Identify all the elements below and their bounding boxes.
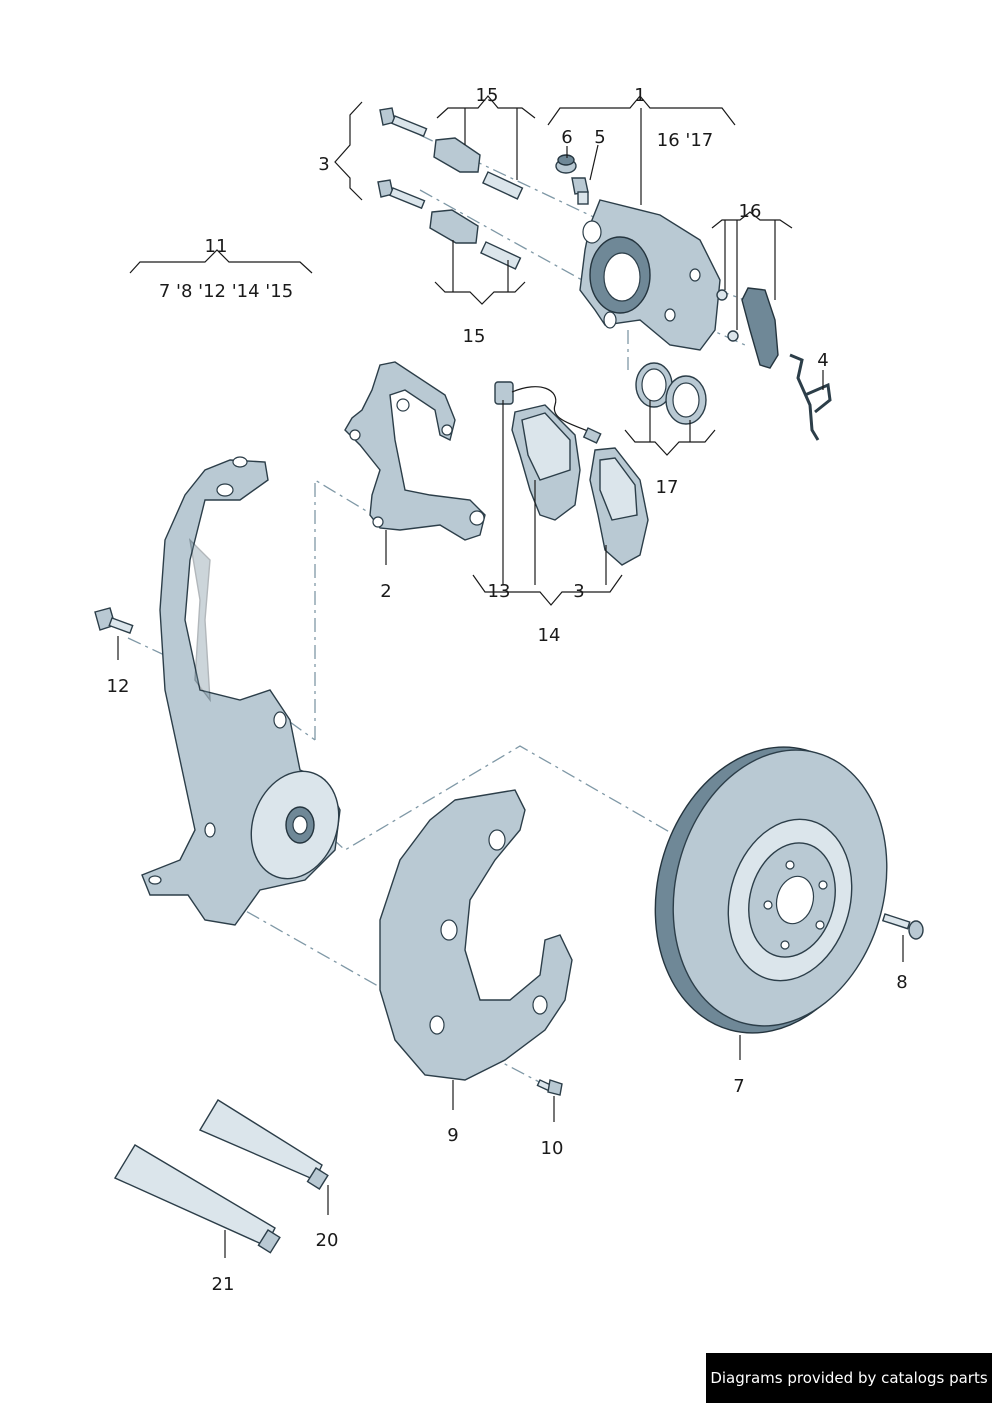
brake-pad-outer	[589, 447, 649, 566]
label-10: 10	[541, 1138, 564, 1159]
label-11: 11	[205, 236, 228, 257]
label-1: 1	[634, 85, 645, 106]
label-9: 9	[447, 1125, 458, 1146]
label-3-top: 3	[318, 154, 329, 175]
label-3-bottom: 3	[573, 581, 584, 602]
guide-bolt-lower	[377, 179, 426, 210]
caliper-cover	[716, 287, 779, 369]
piston-seal	[635, 362, 673, 408]
label-16: 16	[739, 201, 762, 222]
label-7: 7	[733, 1076, 744, 1097]
credit-footer: Diagrams provided by catalogs parts	[706, 1353, 992, 1403]
brake-disc	[654, 746, 888, 1034]
label-13: 13	[488, 581, 511, 602]
label-8: 8	[896, 972, 907, 993]
label-11-sub: 7 '8 '12 '14 '15	[159, 281, 293, 302]
label-6: 6	[561, 127, 572, 148]
guide-sleeve-lower	[479, 241, 522, 270]
leader-lines	[117, 95, 904, 1258]
label-2: 2	[380, 581, 391, 602]
guide-boot-lower	[429, 209, 479, 244]
label-17: 17	[656, 477, 679, 498]
grease-tube-20	[198, 1099, 329, 1190]
guide-bolt-upper	[379, 107, 428, 138]
grease-tube-21	[113, 1144, 281, 1254]
brake-pad-inner	[511, 404, 581, 521]
label-4: 4	[817, 350, 828, 371]
guide-sleeve-upper	[481, 171, 524, 200]
bolt-12	[94, 607, 134, 634]
anti-rattle-spring	[789, 353, 832, 441]
label-12: 12	[107, 676, 130, 697]
steering-knuckle	[141, 456, 341, 926]
caliper	[579, 199, 721, 351]
label-15-top: 15	[476, 85, 499, 106]
label-5: 5	[594, 127, 605, 148]
screw-10	[536, 1079, 563, 1096]
label-20: 20	[316, 1230, 339, 1251]
guide-boot-upper	[433, 137, 481, 173]
label-16-17: 16 '17	[657, 130, 713, 151]
bleeder-cap	[555, 154, 577, 174]
splash-shield	[379, 789, 573, 1081]
bleeder-valve	[571, 177, 589, 205]
caliper-carrier	[344, 361, 486, 541]
screw-8	[881, 913, 924, 940]
wear-sensor	[494, 381, 602, 444]
label-15-bottom: 15	[463, 326, 486, 347]
label-14: 14	[538, 625, 561, 646]
label-21: 21	[212, 1274, 235, 1295]
part-labels: 1 16 '17 15 6 5 3 16 11 7 '8 '12 '14 '15…	[107, 85, 908, 1295]
dust-boot	[665, 375, 707, 425]
